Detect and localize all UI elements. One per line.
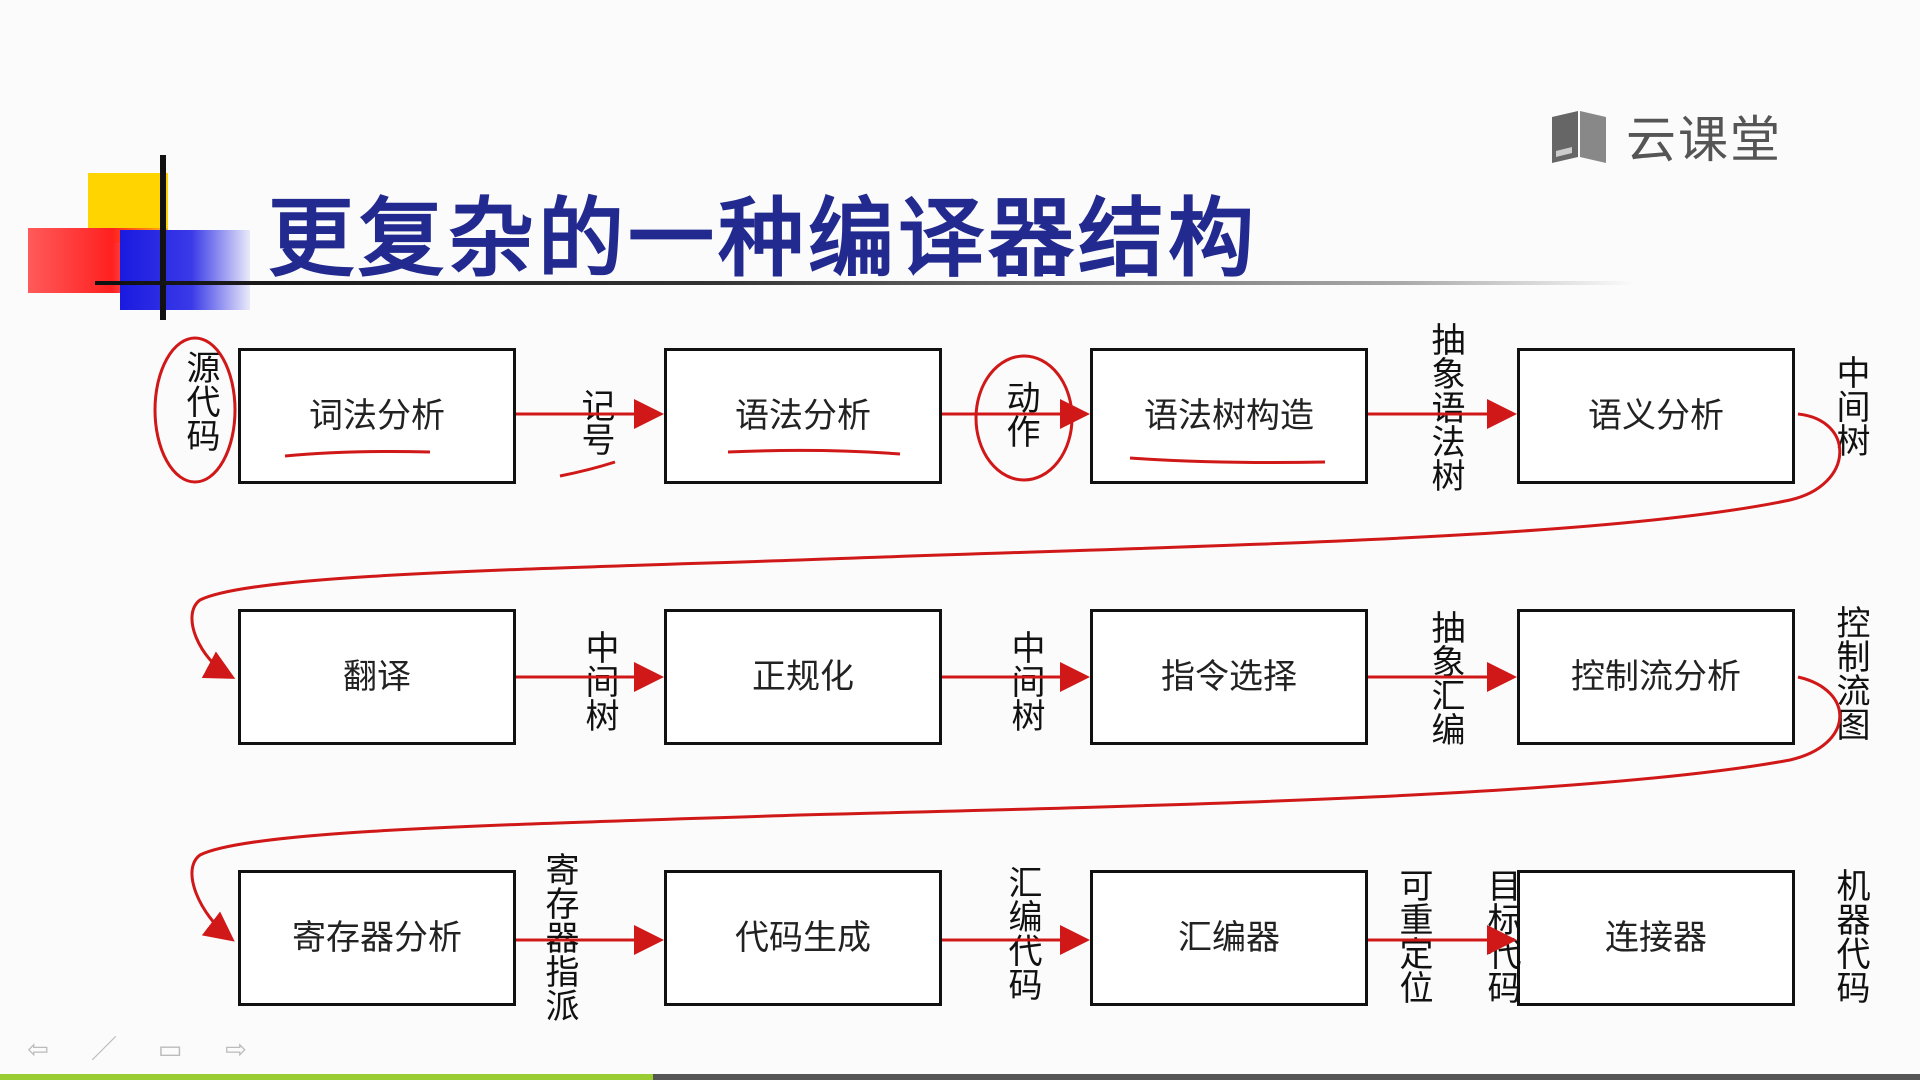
video-progress-fill (0, 1074, 653, 1080)
label-intermediate-tree-3: 中间树 (1005, 630, 1045, 732)
next-slide-icon[interactable]: ⇨ (225, 1035, 247, 1065)
box-translation: 翻译 (238, 609, 516, 745)
decor-blue-square (120, 230, 250, 310)
tick-tokens (559, 460, 616, 478)
menu-icon[interactable]: ▭ (157, 1035, 183, 1065)
box-semantic-analysis: 语义分析 (1517, 348, 1795, 484)
video-progress-bar[interactable] (0, 1074, 1920, 1080)
title-underline (95, 281, 1635, 285)
box-control-flow-analysis: 控制流分析 (1517, 609, 1795, 745)
box-linker: 连接器 (1517, 870, 1795, 1006)
decor-vertical-line (160, 155, 166, 320)
label-intermediate-tree-2: 中间树 (579, 630, 619, 732)
logo: 云课堂 (1548, 104, 1782, 169)
box-normalization: 正规化 (664, 609, 942, 745)
box-assembler: 汇编器 (1090, 870, 1368, 1006)
label-abstract-assembly: 抽象汇编 (1425, 610, 1465, 746)
pen-icon[interactable]: ／ (90, 1035, 117, 1065)
label-object-code: 目标代码 (1481, 868, 1521, 1004)
label-source-code: 源代码 (180, 350, 220, 452)
label-machine-code: 机器代码 (1830, 868, 1870, 1004)
label-register-assignment: 寄存器指派 (539, 852, 579, 1022)
box-syntax-analysis: 语法分析 (664, 348, 942, 484)
label-actions: 动作 (1000, 380, 1040, 448)
box-instruction-selection: 指令选择 (1090, 609, 1368, 745)
prev-slide-icon[interactable]: ⇦ (27, 1035, 49, 1065)
box-register-analysis: 寄存器分析 (238, 870, 516, 1006)
label-intermediate-tree-1: 中间树 (1830, 355, 1870, 457)
slide-nav: ⇦ ／ ▭ ⇨ (20, 1035, 254, 1065)
label-relocatable: 可重定位 (1393, 868, 1433, 1004)
slide-title: 更复杂的一种编译器结构 (268, 189, 1258, 289)
label-control-flow-graph: 控制流图 (1830, 605, 1870, 741)
box-syntax-tree-construction: 语法树构造 (1090, 348, 1368, 484)
logo-text: 云课堂 (1626, 111, 1782, 169)
book-icon (1552, 111, 1606, 163)
box-lexical-analysis: 词法分析 (238, 348, 516, 484)
label-abstract-syntax-tree: 抽象语法树 (1425, 322, 1465, 492)
label-assembly-code: 汇编代码 (1002, 865, 1042, 1001)
label-tokens: 记号 (575, 388, 615, 456)
box-code-generation: 代码生成 (664, 870, 942, 1006)
